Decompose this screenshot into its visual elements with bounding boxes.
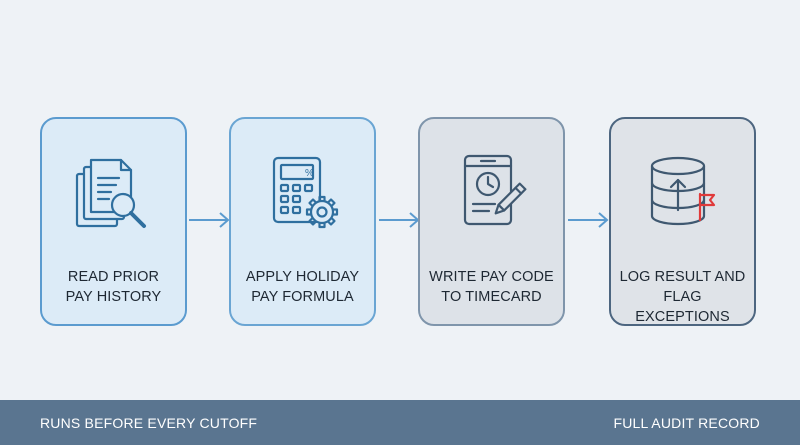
arrow-right-icon bbox=[189, 212, 230, 228]
database-flag-icon bbox=[611, 147, 754, 242]
step-card-log-result: LOG RESULT AND FLAG EXCEPTIONS bbox=[609, 117, 756, 326]
step-label: WRITE PAY CODE TO TIMECARD bbox=[429, 269, 554, 305]
process-diagram: READ PRIOR PAY HISTORY % bbox=[40, 117, 756, 326]
step-label: READ PRIOR PAY HISTORY bbox=[65, 269, 162, 305]
calculator-gear-icon: % bbox=[231, 147, 374, 242]
timecard-pencil-icon bbox=[420, 147, 563, 242]
arrow-right-icon bbox=[568, 212, 609, 228]
footer-left-text: RUNS BEFORE EVERY CUTOFF bbox=[40, 415, 258, 431]
step-card-apply-formula: % APPLY HOLIDAY PAY FORMULA bbox=[229, 117, 376, 326]
step-card-write-code: WRITE PAY CODE TO TIMECARD bbox=[418, 117, 565, 326]
arrow-right-icon bbox=[379, 212, 420, 228]
footer-bar: RUNS BEFORE EVERY CUTOFF FULL AUDIT RECO… bbox=[0, 400, 800, 445]
documents-search-icon bbox=[42, 147, 185, 242]
svg-text:%: % bbox=[305, 168, 314, 179]
footer-right-text: FULL AUDIT RECORD bbox=[613, 415, 760, 431]
step-label: APPLY HOLIDAY PAY FORMULA bbox=[245, 269, 360, 305]
step-card-read-history: READ PRIOR PAY HISTORY bbox=[40, 117, 187, 326]
step-label: LOG RESULT AND FLAG EXCEPTIONS bbox=[619, 269, 746, 325]
